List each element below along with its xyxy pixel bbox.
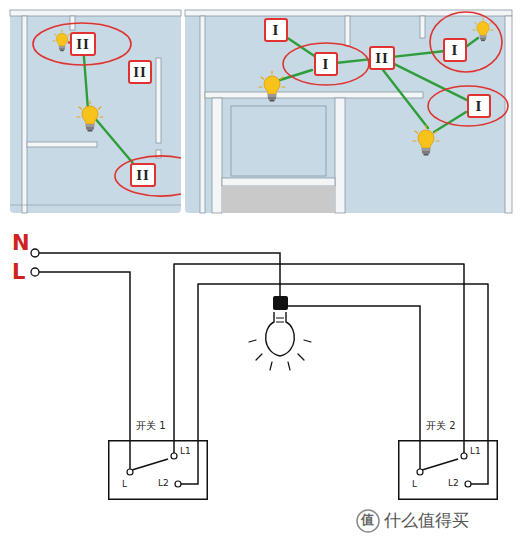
highlight-ellipse [33, 12, 508, 196]
switch-symbol [108, 440, 208, 500]
switch-title: 开关 1 [136, 420, 166, 432]
plan-wire [338, 59, 369, 62]
switch-symbol: I [467, 94, 491, 118]
plan-wire [395, 64, 467, 100]
switch-box: 开关 2LL1L2 [398, 440, 498, 500]
plan-wire [395, 51, 443, 56]
switch-box: 开关 1LL1L2 [108, 440, 208, 500]
switch-mark: I [273, 23, 280, 38]
switch-symbol: II [130, 163, 156, 187]
watermark: 什么值得买 [384, 510, 469, 530]
switch-symbol: II [369, 46, 395, 70]
terminal [31, 249, 39, 276]
switch-mark: II [136, 168, 150, 183]
switch-mark: II [76, 37, 90, 52]
pin-name: L2 [448, 477, 459, 489]
pin-name: L [122, 478, 127, 490]
light-bulb [53, 18, 493, 156]
pin-name: L [412, 478, 417, 490]
switch-mark: I [323, 57, 330, 72]
supply-label: L [12, 260, 25, 285]
switch-symbol: I [314, 52, 338, 76]
circuit-wire [174, 264, 464, 440]
plan-wire [280, 38, 478, 132]
pin-name: L2 [158, 477, 169, 489]
switch-symbol: II [128, 60, 152, 84]
switch-symbol [398, 440, 498, 500]
right-plan [185, 10, 512, 213]
switch-symbol: II [70, 32, 96, 56]
watermark: 值 [361, 512, 374, 528]
circuit-wire [198, 284, 488, 440]
switch-mark: II [375, 51, 389, 66]
pin-name: L1 [180, 445, 191, 457]
circuit-wire [39, 253, 420, 440]
switch-mark: II [133, 65, 147, 80]
switch-mark: I [452, 43, 459, 58]
logo-ring [357, 510, 379, 532]
supply-label: N [12, 231, 30, 256]
left-plan [10, 10, 181, 213]
switch-symbol: I [443, 38, 467, 62]
switch-mark: I [476, 99, 483, 114]
pin-name: L1 [470, 445, 481, 457]
lamp-symbol [249, 296, 311, 370]
switch-symbol: I [264, 18, 288, 42]
switch-title: 开关 2 [426, 420, 456, 432]
